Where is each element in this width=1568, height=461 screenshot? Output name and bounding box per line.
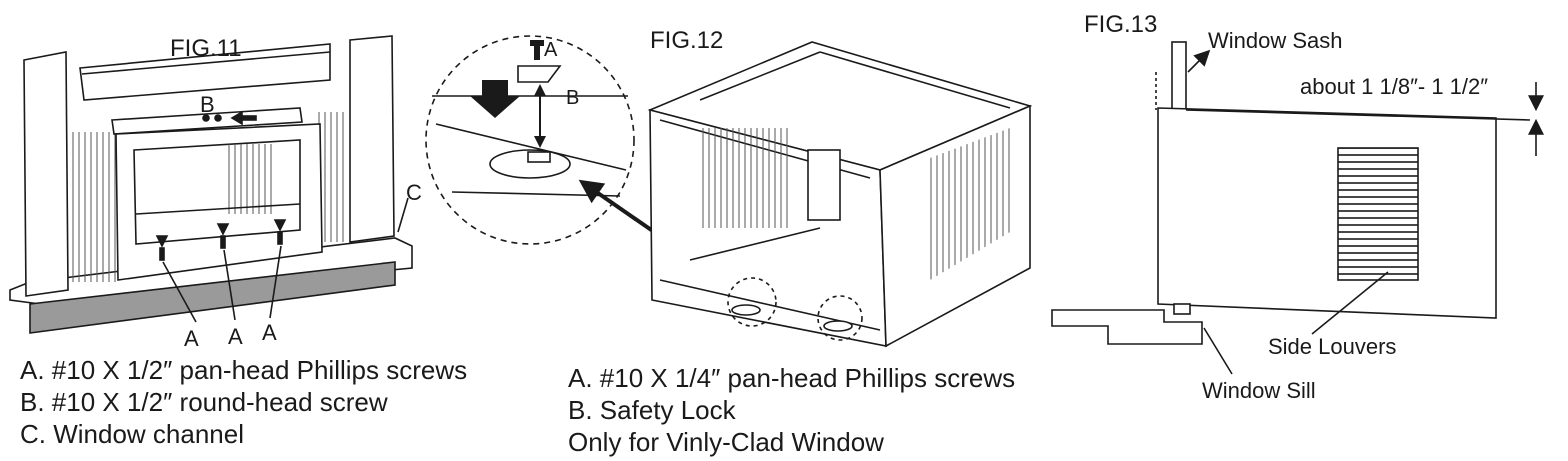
fig11-label-c: C — [406, 180, 422, 205]
fig12-legend-item: Only for Vinly-Clad Window — [568, 427, 884, 457]
fig12-title: FIG.12 — [650, 27, 723, 54]
fig11-label-a3: A — [262, 320, 277, 345]
fig11-legend-item: C. Window channel — [20, 419, 244, 449]
fig11-screw-row — [155, 110, 287, 261]
fig11-legend-item: A. #10 X 1/2″ pan-head Phillips screws — [20, 355, 468, 385]
fig13-illustration — [1051, 41, 1544, 375]
fig13-label-sill: Window Sill — [1202, 378, 1316, 403]
fig13-window-sill — [1051, 309, 1203, 345]
fig12-label-b: B — [566, 87, 579, 109]
fig13-window-sash — [1171, 41, 1187, 111]
fig11-label-a1: A — [184, 326, 199, 351]
fig11-label-b: B — [200, 92, 215, 117]
fig13-ac-unit — [1157, 107, 1497, 319]
fig13-label-measure: about 1 1/8″- 1 1/2″ — [1300, 74, 1488, 99]
fig12-legend-item: B. Safety Lock — [568, 395, 736, 425]
fig12-illustration — [425, 35, 1033, 348]
fig11-legend-item: B. #10 X 1/2″ round-head screw — [20, 387, 388, 417]
fig11-legend: A. #10 X 1/2″ pan-head Phillips screws B… — [20, 354, 467, 450]
fig12-legend: A. #10 X 1/4″ pan-head Phillips screws B… — [568, 362, 1015, 458]
fig13-side-louvers — [1337, 147, 1419, 281]
fig13-title: FIG.13 — [1084, 11, 1157, 38]
fig13-label-sash: Window Sash — [1208, 28, 1343, 53]
fig12-legend-item: A. #10 X 1/4″ pan-head Phillips screws — [568, 363, 1016, 393]
fig11-title: FIG.11 — [170, 35, 242, 62]
fig11-label-a2: A — [228, 324, 243, 349]
fig12-label-a: A — [544, 39, 558, 61]
fig11-illustration — [9, 35, 413, 334]
fig13-label-louvers: Side Louvers — [1268, 334, 1396, 359]
